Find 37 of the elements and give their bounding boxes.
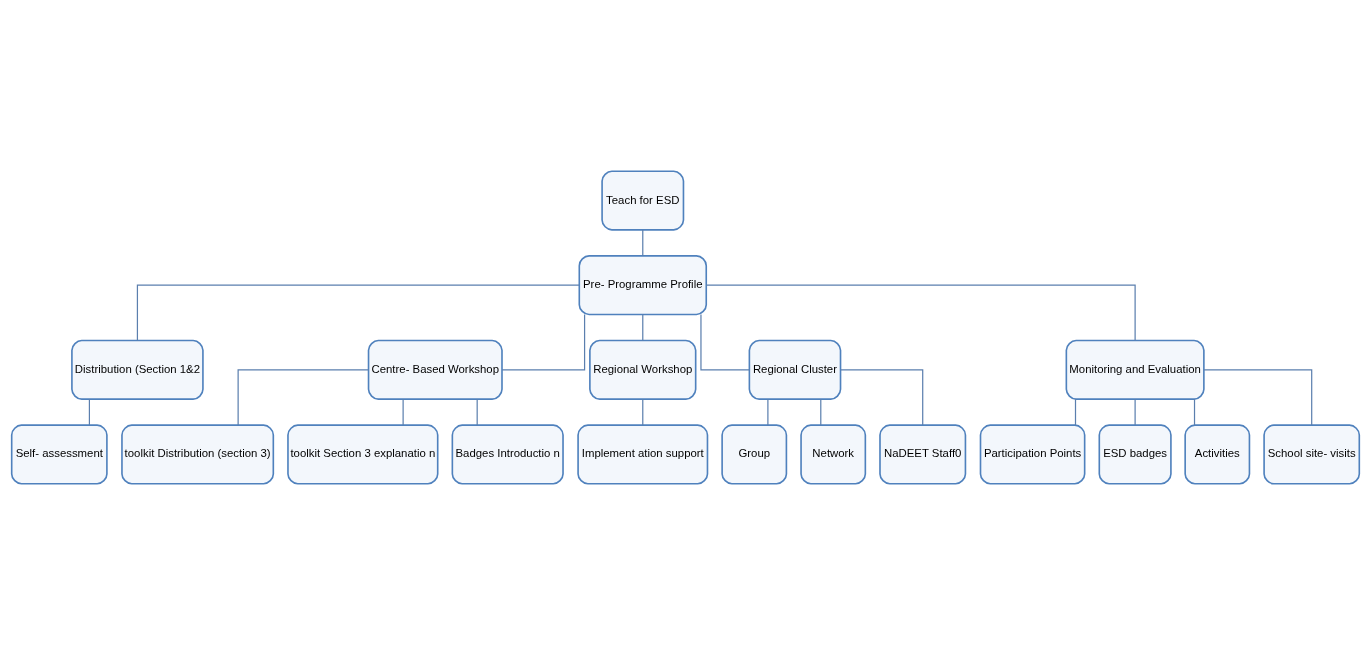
- node-box: Pre- Programme Profile: [578, 255, 708, 316]
- connector: [1074, 398, 1077, 426]
- connector: [642, 313, 644, 342]
- connector: [476, 398, 478, 426]
- connector: [136, 284, 580, 342]
- connector: [1134, 398, 1136, 426]
- connector: [840, 369, 924, 426]
- connector: [642, 229, 644, 257]
- node-box: NaDEET Staff0: [879, 424, 967, 485]
- node-box: toolkit Distribution (section 3): [121, 424, 275, 485]
- connector: [237, 369, 370, 426]
- node-box: Participation Points: [979, 424, 1086, 485]
- node-box: ESD badges: [1098, 424, 1172, 485]
- node-box: Self- assessment: [10, 424, 108, 485]
- connector: [88, 398, 90, 426]
- node-box: Badges Introductio n: [451, 424, 564, 485]
- connector: [820, 398, 822, 426]
- connector: [700, 313, 750, 371]
- connector: [705, 284, 1136, 342]
- connector: [642, 398, 644, 426]
- node-box: Activities: [1184, 424, 1251, 485]
- node-box: Centre- Based Workshop: [367, 339, 503, 400]
- node-box: Monitoring and Evaluation: [1065, 339, 1205, 400]
- connector: [402, 398, 404, 426]
- node-box: Regional Cluster: [748, 339, 842, 400]
- node-box: Implement ation support: [577, 424, 709, 485]
- node-box: Group: [721, 424, 788, 485]
- connector: [767, 398, 769, 426]
- node-box: toolkit Section 3 explanatio n: [287, 424, 439, 485]
- connector: [501, 313, 586, 371]
- node-box: Regional Workshop: [589, 339, 697, 400]
- connector: [1193, 398, 1196, 426]
- node-box: Distribution (Section 1&2: [71, 339, 204, 400]
- node-box: School site- visits: [1263, 424, 1361, 485]
- node-box: Teach for ESD: [601, 170, 685, 231]
- node-box: Network: [800, 424, 867, 485]
- connector: [1203, 369, 1313, 426]
